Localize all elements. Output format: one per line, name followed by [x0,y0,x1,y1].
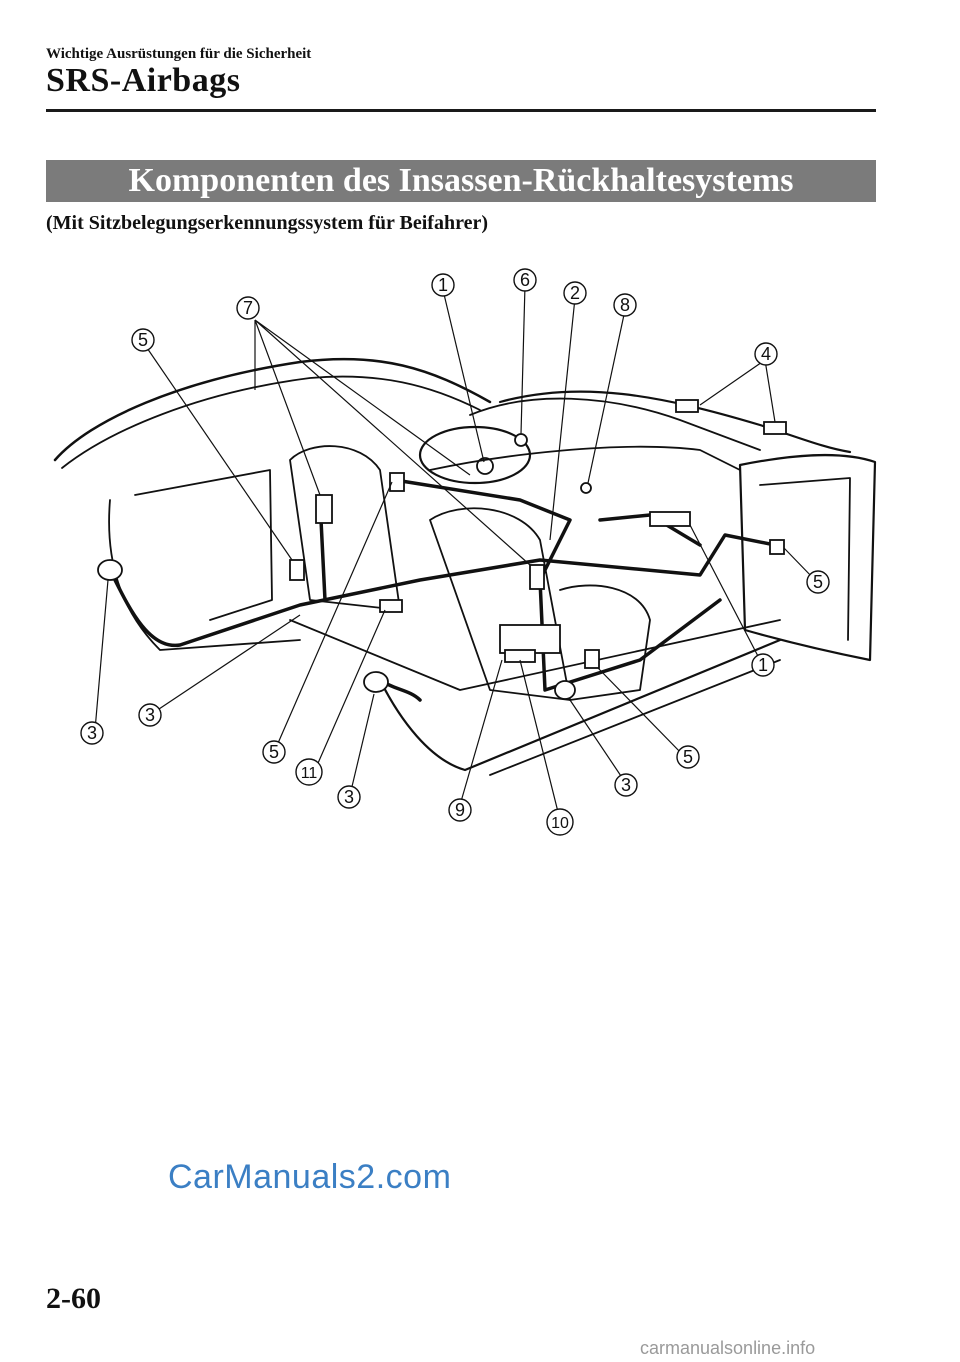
callout-3-bottom-right: 3 [614,773,638,797]
belt-pretensioner-pass [554,680,576,700]
callout-9: 9 [448,798,472,822]
front-door-inner [759,477,851,641]
front-door [738,453,877,662]
belt-pretensioner-rear [97,559,123,581]
svg-text:1: 1 [438,275,448,295]
svg-text:11: 11 [301,765,318,782]
section-banner: Komponenten des Insassen-Rückhaltesystem… [46,160,876,202]
svg-text:5: 5 [138,330,148,350]
breadcrumb: Wichtige Ausrüstungen für die Sicherheit [46,46,312,62]
floor-outline [289,619,781,691]
car-roof-outline [53,357,492,462]
header-rule [46,109,876,112]
svg-text:5: 5 [269,742,279,762]
dashboard [429,445,741,471]
side-sill [378,638,782,772]
passenger-module [584,649,600,669]
callout-3-left: 3 [80,721,104,745]
car-roof-right [498,390,852,454]
callout-10: 10 [546,808,574,836]
sill-edge [489,659,781,776]
seat-sensor [499,624,561,654]
svg-text:6: 6 [520,270,530,290]
section-subtitle: (Mit Sitzbelegungserkennungssystem für B… [46,212,489,234]
wiring-harness [113,533,777,648]
watermark-logo: CarManuals2.com [168,1158,452,1196]
restraint-system-diagram: 1 6 2 8 7 5 4 5 [53,268,877,836]
callout-8: 8 [613,293,637,317]
rear-seat [289,445,401,611]
callout-11: 11 [295,758,323,786]
svg-text:2: 2 [570,283,580,303]
page-number: 2-60 [46,1282,101,1315]
svg-text:3: 3 [621,775,631,795]
callout-5-right: 5 [806,570,830,594]
indicator-lamp [514,433,528,447]
side-module-right [769,539,785,555]
svg-text:4: 4 [761,344,771,364]
belt-pretensioner-front [363,671,389,693]
callout-5-bottom-right: 5 [676,745,700,769]
svg-text:3: 3 [87,723,97,743]
callout-3-mid-left: 3 [138,703,162,727]
steering-hub [476,457,494,475]
svg-text:10: 10 [551,815,569,832]
svg-text:3: 3 [344,787,354,807]
seat-module-left [289,559,305,581]
callout-7: 7 [236,296,260,320]
svg-text:8: 8 [620,295,630,315]
svg-text:9: 9 [455,800,465,820]
svg-text:5: 5 [683,747,693,767]
floor-module [379,599,403,613]
svg-text:7: 7 [243,298,253,318]
callout-1-right: 1 [751,653,775,677]
svg-text:1: 1 [758,655,768,675]
center-module [529,564,545,590]
callout-5-top-left: 5 [131,328,155,352]
footer-site: carmanualsonline.info [640,1338,816,1358]
callout-4: 4 [754,342,778,366]
dash-module [649,511,691,527]
rear-module [315,494,333,524]
callout-2: 2 [563,281,587,305]
svg-text:3: 3 [145,705,155,725]
car-roof-rail [61,375,481,469]
roof-module-right [763,421,787,435]
upper-module [389,472,405,492]
roof-module-left [675,399,699,413]
windshield [469,397,761,451]
callout-1-top: 1 [431,273,455,297]
steering-wheel [418,425,532,485]
chapter-title: SRS-Airbags [46,62,241,99]
rear-door-frame [134,469,273,621]
passenger-sensor [580,482,592,494]
callout-6: 6 [513,268,537,292]
callout-3-bottom: 3 [337,785,361,809]
callout-5-bottom-left: 5 [262,740,286,764]
svg-text:5: 5 [813,572,823,592]
passenger-seat [559,584,651,701]
